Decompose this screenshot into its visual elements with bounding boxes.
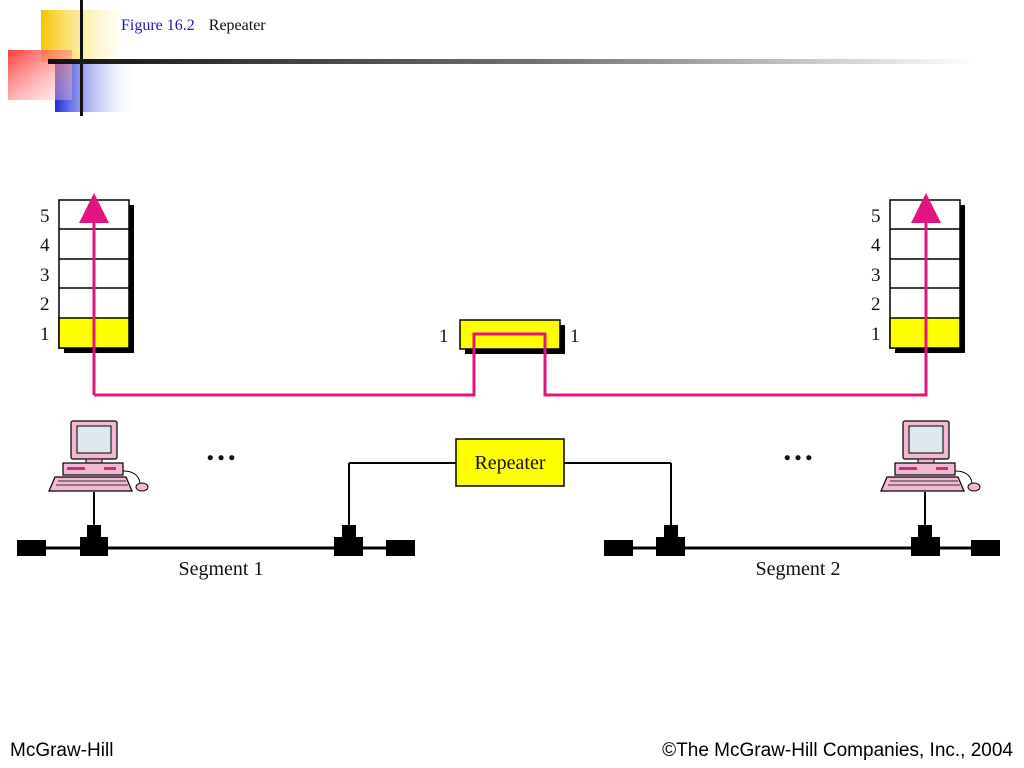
segment-1-bus: Segment 1 [17, 525, 415, 580]
data-path [94, 193, 941, 397]
right-stack-label-3: 3 [871, 265, 881, 286]
right-protocol-stack: 5 4 3 2 1 [871, 199, 965, 353]
figure-number: Figure 16.2 [121, 17, 195, 34]
repeater-port-left: 1 [439, 326, 449, 347]
left-protocol-stack: 5 4 3 2 1 [40, 199, 134, 353]
left-more-stations: … [205, 431, 237, 467]
corner-decoration [8, 0, 140, 116]
left-stack-label-3: 3 [40, 265, 50, 286]
segment-2-label: Segment 2 [756, 558, 841, 580]
footer-publisher: McGraw-Hill [10, 740, 114, 761]
right-stack-label-1: 1 [871, 324, 881, 345]
right-computer-icon [880, 420, 981, 492]
right-stack-label-5: 5 [871, 206, 881, 227]
left-stack-label-5: 5 [40, 206, 50, 227]
right-stack-label-4: 4 [871, 235, 881, 256]
figure-title: Figure 16.2 Repeater [121, 17, 266, 35]
left-stack-label-1: 1 [40, 324, 50, 345]
right-more-stations: … [782, 431, 814, 467]
repeater-label: Repeater [474, 452, 545, 474]
segment-2-bus: Segment 2 [604, 525, 1000, 580]
header-rule [48, 59, 978, 64]
figure-name: Repeater [208, 17, 266, 34]
repeater-device: Repeater [348, 438, 672, 530]
left-stack-label-4: 4 [40, 235, 50, 256]
segment-1-label: Segment 1 [179, 558, 264, 580]
right-stack-label-2: 2 [871, 294, 881, 315]
footer-copyright: ©The McGraw-Hill Companies, Inc., 2004 [662, 740, 1013, 761]
left-stack-label-2: 2 [40, 294, 50, 315]
left-computer-icon [48, 420, 149, 492]
repeater-layer-box: 1 1 [439, 319, 580, 354]
repeater-port-right: 1 [570, 326, 580, 347]
